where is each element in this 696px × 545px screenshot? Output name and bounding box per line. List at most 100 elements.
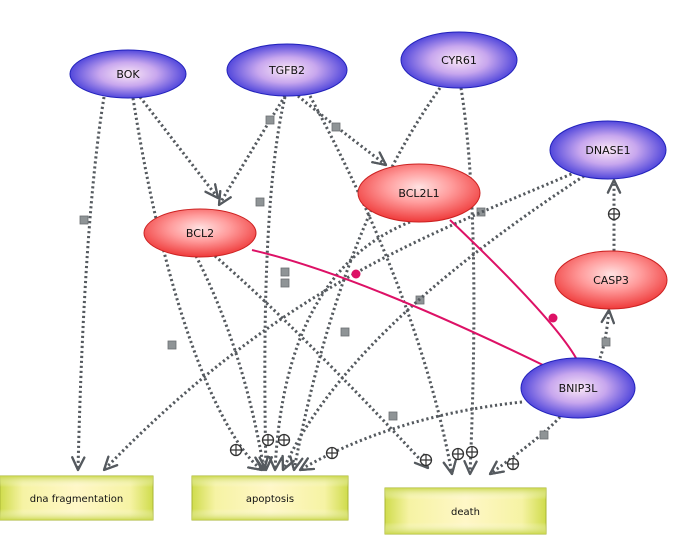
node-bnip3l[interactable]: BNIP3L: [520, 357, 636, 419]
edge-junction-square: [340, 327, 350, 337]
edge-line: [263, 96, 287, 471]
phenotype-box-shade: [0, 476, 153, 520]
phenotype-label: death: [451, 507, 480, 518]
edge-junction-square: [167, 340, 177, 350]
edge-line: [138, 96, 220, 199]
phenotype-box-shade: [385, 488, 546, 534]
edge-junction-square: [331, 122, 341, 132]
plus-icon: [452, 448, 464, 460]
edge-line: [194, 255, 266, 471]
edge-bcl2-to-apoptosis: [194, 255, 270, 472]
edge-junction-square: [539, 430, 549, 440]
edge-line: [76, 96, 106, 471]
plus-icon: [262, 434, 274, 446]
edge-tgfb2-to-death: [308, 95, 465, 476]
edge-bok-to-dna_fragmentation: [71, 96, 106, 472]
edge-line: [489, 416, 562, 476]
phenotype-box-shade: [192, 476, 348, 520]
edge-junction-square: [601, 337, 611, 347]
arrowhead-inner: [298, 457, 316, 472]
plus-icon: [608, 208, 620, 220]
edge-tgfb2-to-apoptosis: [255, 96, 287, 472]
node-tgfb2[interactable]: TGFB2: [226, 43, 348, 97]
edge-tgfb2-to-bcl2l1: [297, 94, 388, 167]
arrowhead-inner: [268, 456, 283, 472]
node-ellipse: [520, 357, 636, 419]
edge-cyr61-to-death: [459, 87, 486, 476]
node-casp3[interactable]: CASP3: [554, 250, 668, 310]
edge-line: [251, 249, 546, 367]
edge-line: [273, 220, 411, 471]
edge-junction-square: [476, 207, 486, 217]
edge-bcl2l1-to-bnip3l: [449, 219, 577, 359]
node-death[interactable]: death: [384, 487, 547, 535]
plus-icon: [326, 447, 338, 459]
arrowhead-inner: [463, 460, 478, 476]
edge-junction-square: [255, 197, 265, 207]
edge-bok-to-apoptosis: [131, 97, 264, 472]
edge-line: [308, 95, 454, 475]
inhibition-dot: [351, 269, 361, 279]
inhibition-dot: [548, 313, 558, 323]
edge-casp3-to-dnase1: [606, 178, 622, 252]
edge-line: [214, 254, 430, 470]
phenotype-label: apoptosis: [246, 494, 294, 505]
arrowhead-inner: [281, 454, 295, 472]
node-bcl2l1[interactable]: BCL2L1: [357, 163, 481, 223]
edge-junction-square: [280, 278, 290, 288]
arrowhead-inner: [254, 455, 270, 472]
edge-line: [292, 87, 442, 471]
edge-bcl2-to-death: [214, 254, 433, 470]
arrowhead-inner: [217, 189, 232, 207]
arrowhead-inner: [102, 455, 119, 472]
node-label: BNIP3L: [559, 382, 599, 395]
node-cyr61[interactable]: CYR61: [400, 31, 518, 89]
plus-icon: [230, 444, 242, 456]
phenotype-label: dna fragmentation: [30, 494, 124, 505]
node-label: CASP3: [593, 274, 629, 287]
nodes-layer: BOK TGFB2 CYR61DNASE1BCL2L1BCL2CASP3BNIP3L…: [0, 31, 668, 535]
node-ellipse: [400, 31, 518, 89]
arrowhead-inner: [606, 178, 622, 194]
edge-tgfb2-to-bcl2: [217, 95, 287, 207]
node-ellipse: [357, 163, 481, 223]
node-dnase1[interactable]: DNASE1: [549, 120, 667, 180]
arrowhead-inner: [488, 460, 505, 476]
edge-junction-square: [265, 115, 275, 125]
edge-bcl2l1-to-apoptosis: [268, 220, 411, 472]
node-ellipse: [549, 120, 667, 180]
node-ellipse: [69, 49, 187, 99]
node-bcl2[interactable]: BCL2: [143, 208, 257, 258]
edge-junction-square: [79, 215, 89, 225]
node-ellipse: [143, 208, 257, 258]
edges-layer: [71, 87, 622, 476]
edge-line: [459, 87, 476, 475]
plus-icon: [420, 454, 432, 466]
edge-line: [217, 95, 287, 206]
edge-bnip3l-to-casp3: [598, 308, 615, 359]
node-label: CYR61: [441, 54, 477, 67]
node-dna-fragmentation[interactable]: dna fragmentation: [0, 475, 154, 521]
edge-line: [281, 174, 585, 471]
node-bok[interactable]: BOK: [69, 49, 187, 99]
node-label: BCL2: [186, 227, 214, 240]
edge-line: [299, 400, 523, 472]
edge-line: [297, 94, 387, 167]
plus-icon: [466, 446, 478, 458]
node-label: BOK: [116, 68, 140, 81]
edge-bok-to-bcl2: [138, 96, 220, 200]
arrowhead-inner: [204, 183, 220, 200]
edge-cyr61-to-apoptosis: [277, 87, 442, 472]
edge-junction-square: [280, 267, 290, 277]
arrowhead-inner: [600, 308, 615, 325]
edge-dnase1-to-apoptosis: [281, 174, 585, 472]
node-apoptosis[interactable]: apoptosis: [191, 475, 349, 521]
node-label: TGFB2: [268, 64, 305, 77]
arrowhead-inner: [371, 151, 388, 167]
edge-bnip3l-to-death: [488, 416, 562, 476]
edge-line: [131, 97, 263, 472]
node-label: BCL2L1: [398, 187, 439, 200]
arrowhead-inner: [442, 459, 457, 476]
